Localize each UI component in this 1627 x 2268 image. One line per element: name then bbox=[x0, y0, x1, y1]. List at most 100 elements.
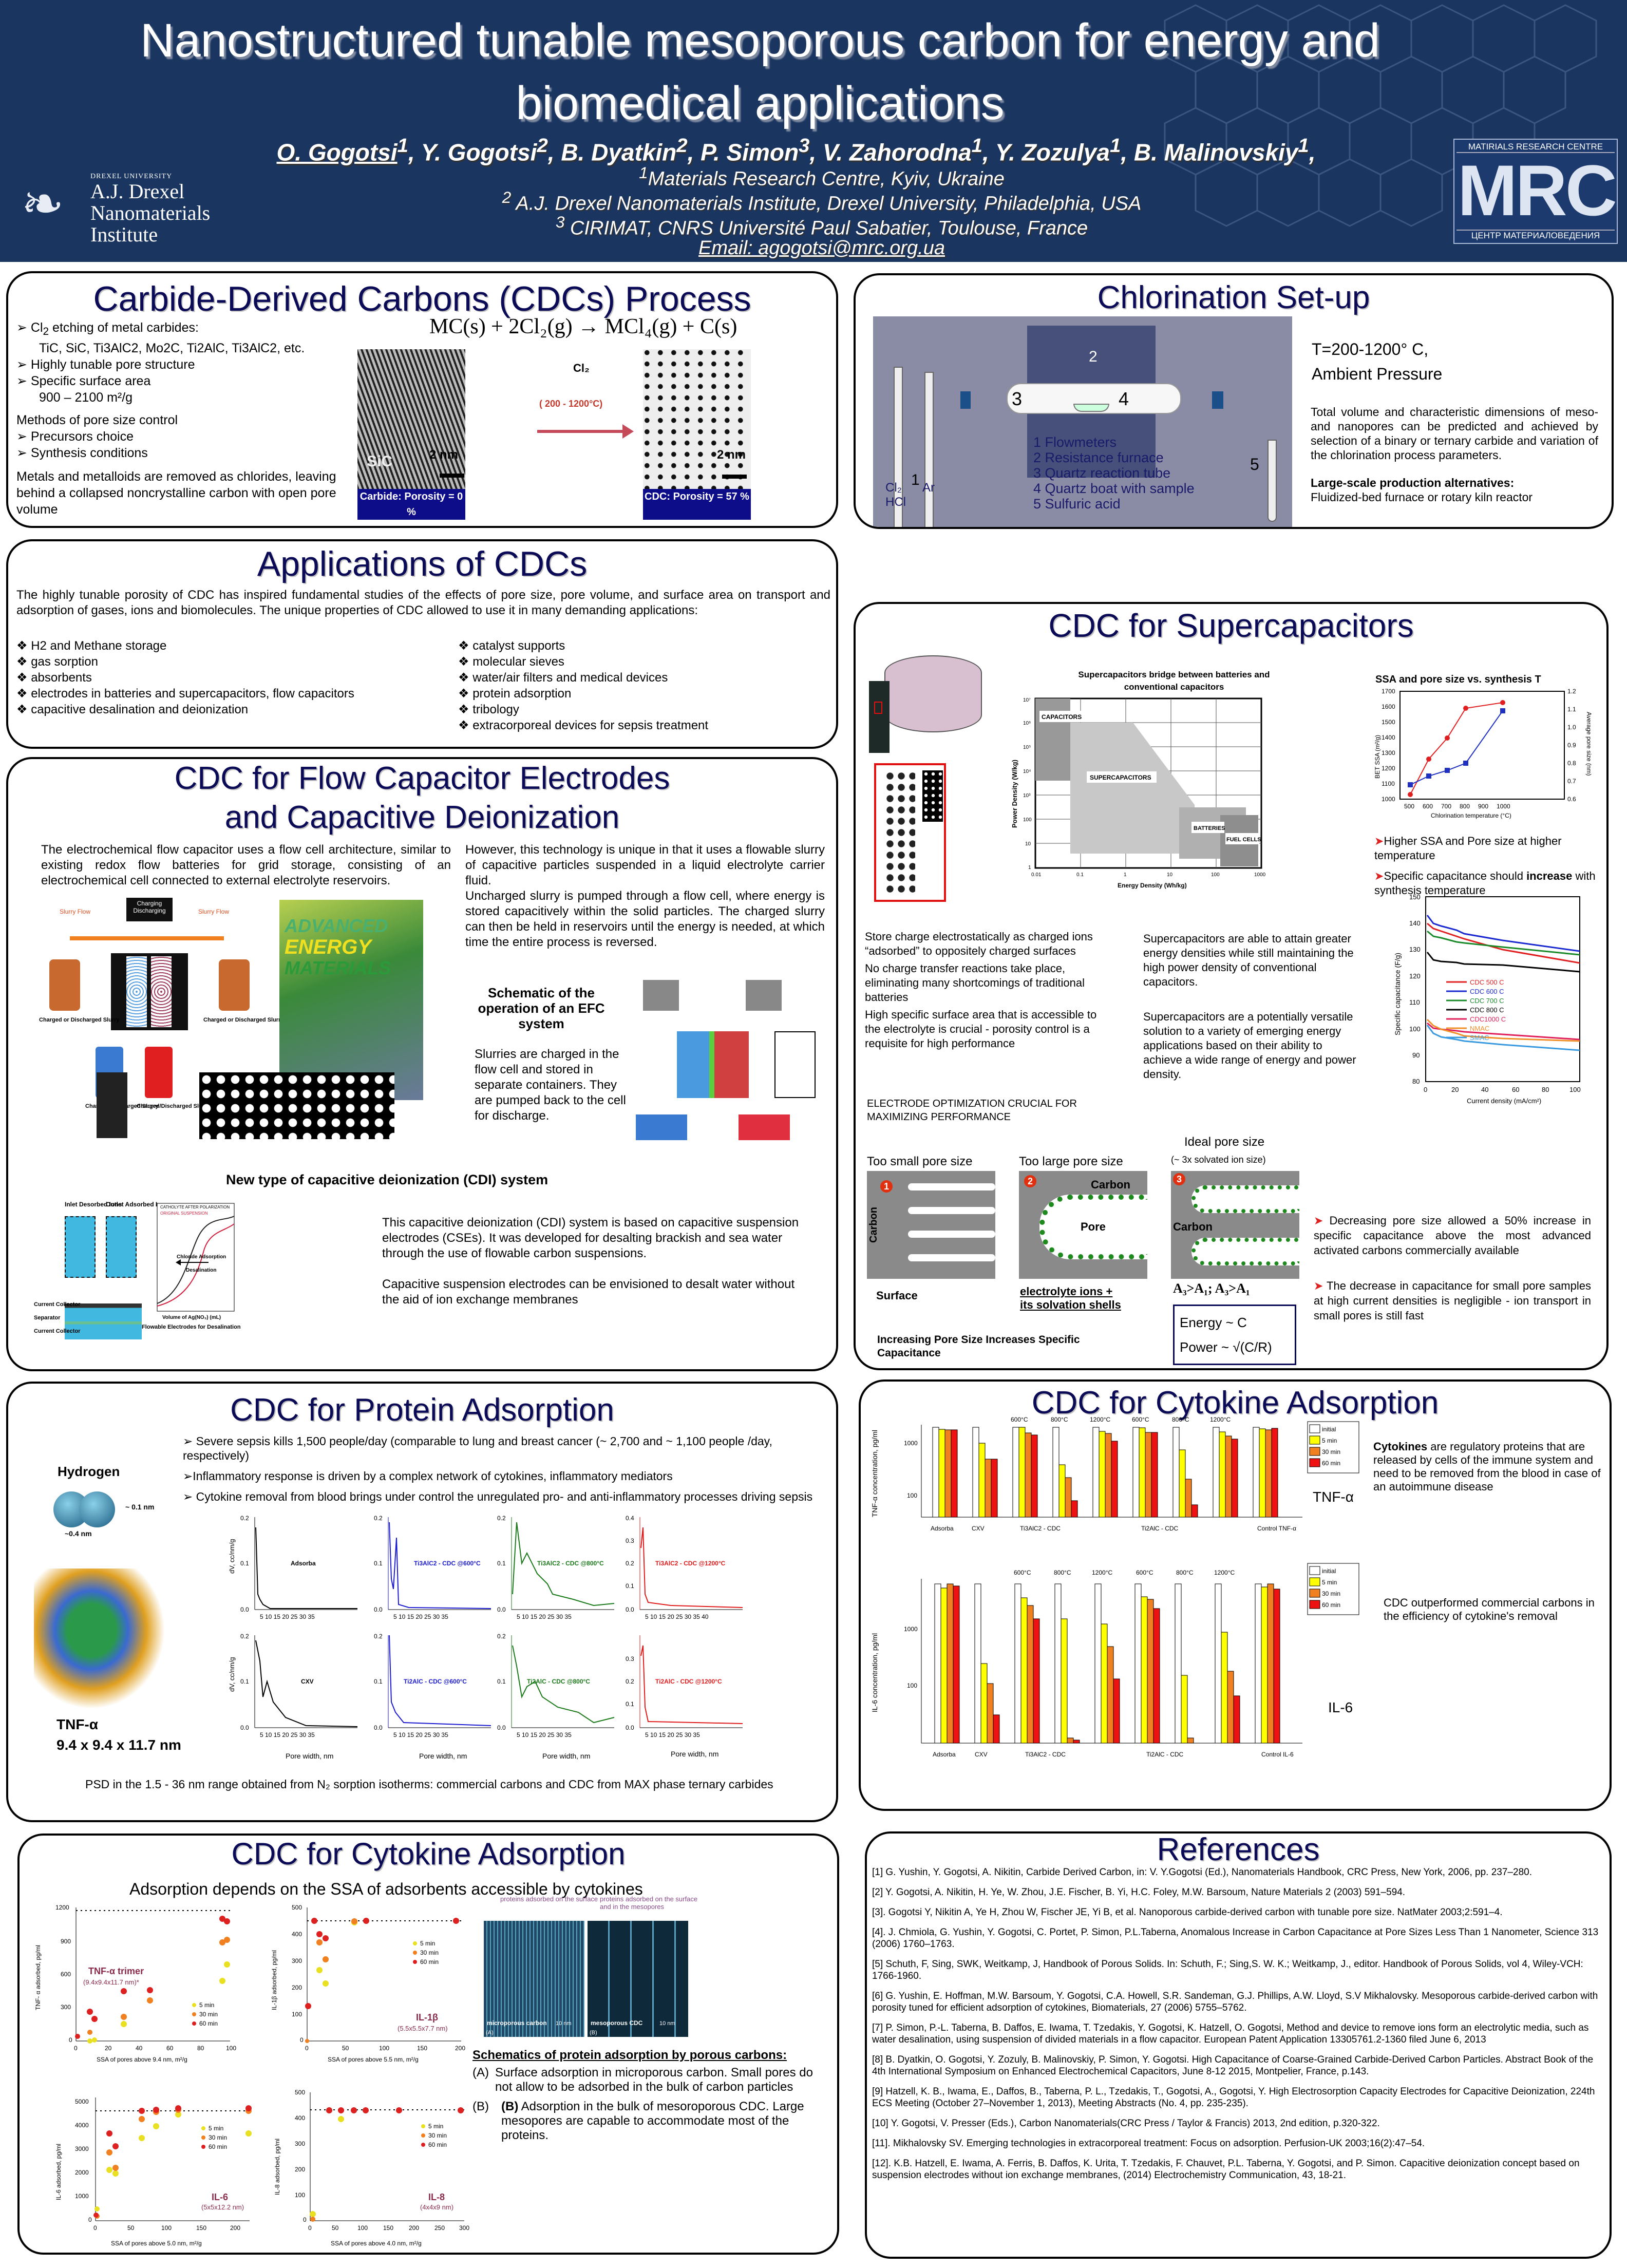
svg-text:0: 0 bbox=[74, 2045, 78, 2052]
svg-text:5 10 15 20 25 30 35 40: 5 10 15 20 25 30 35 40 bbox=[645, 1613, 709, 1620]
svg-text:0: 0 bbox=[303, 2216, 307, 2223]
svg-text:0.0: 0.0 bbox=[374, 1606, 383, 1613]
svg-text:0.7: 0.7 bbox=[1567, 778, 1576, 785]
scale-bar bbox=[440, 474, 464, 478]
svg-text:0: 0 bbox=[88, 2216, 92, 2223]
svg-text:BET SSA (m²/g): BET SSA (m²/g) bbox=[1374, 735, 1381, 779]
svg-text:Ti2AlC - CDC: Ti2AlC - CDC bbox=[1146, 1751, 1184, 1758]
svg-text:100: 100 bbox=[907, 1492, 917, 1499]
svg-text:0.1: 0.1 bbox=[374, 1678, 383, 1685]
svg-text:150: 150 bbox=[417, 2045, 427, 2052]
svg-text:0.1: 0.1 bbox=[497, 1560, 506, 1567]
panel-title: Carbide-Derived Carbons (CDCs) Process bbox=[93, 279, 751, 318]
svg-text:1: 1 bbox=[1028, 865, 1031, 871]
svg-text:CDC 600 C: CDC 600 C bbox=[1470, 988, 1504, 995]
svg-text:3000: 3000 bbox=[75, 2145, 89, 2152]
mesoporous-cdc-image: mesoporous CDC 10 nm (B) bbox=[588, 1921, 688, 2037]
svg-text:0.1: 0.1 bbox=[240, 1678, 249, 1685]
svg-text:1400: 1400 bbox=[1382, 734, 1395, 741]
cdc-cloth-photo bbox=[97, 1072, 127, 1138]
author-name: P. Simon bbox=[701, 139, 799, 166]
svg-text:1: 1 bbox=[1124, 872, 1127, 878]
microporous-carbon-image: microporous carbon 10 nm (A) bbox=[484, 1921, 584, 2037]
svg-text:1200°C: 1200°C bbox=[1214, 1569, 1235, 1576]
svg-text:5 min: 5 min bbox=[199, 2001, 214, 2009]
svg-text:10: 10 bbox=[1167, 872, 1173, 878]
svg-text:1.1: 1.1 bbox=[1567, 706, 1576, 713]
svg-text:FUEL CELLS: FUEL CELLS bbox=[1226, 837, 1261, 843]
svg-text:0.2: 0.2 bbox=[497, 1515, 506, 1522]
arrow-head-icon bbox=[622, 424, 634, 439]
svg-text:0: 0 bbox=[93, 2224, 97, 2232]
svg-text:0: 0 bbox=[300, 2036, 304, 2044]
svg-text:10⁶: 10⁶ bbox=[1023, 721, 1031, 726]
svg-text:100: 100 bbox=[1211, 872, 1220, 878]
svg-text:40: 40 bbox=[1481, 1086, 1488, 1093]
email-link[interactable]: Email: agogotsi@mrc.org.ua bbox=[698, 237, 945, 259]
svg-text:0: 0 bbox=[1424, 1086, 1427, 1093]
svg-text:60 min: 60 min bbox=[420, 1958, 439, 1965]
svg-text:Ti3AlC2 - CDC: Ti3AlC2 - CDC bbox=[1020, 1525, 1061, 1532]
svg-text:1200°C: 1200°C bbox=[1210, 1416, 1231, 1423]
svg-text:50: 50 bbox=[342, 2045, 349, 2052]
reaction-equation: MC(s) + 2Cl₂(g) → MCl₄(g) + C(s) bbox=[429, 315, 737, 338]
svg-text:10: 10 bbox=[1025, 841, 1031, 847]
cdi-figure: Inlet Desorbed Ions Outlet Adsorbed Ions… bbox=[34, 1201, 342, 1365]
supercapacitor-cell-illustration bbox=[864, 650, 982, 907]
svg-text:IL-6: IL-6 bbox=[1328, 1699, 1353, 1715]
svg-text:0: 0 bbox=[305, 2045, 309, 2052]
svg-text:600: 600 bbox=[1423, 803, 1433, 810]
svg-text:Power Density (W/kg): Power Density (W/kg) bbox=[1011, 760, 1018, 828]
panel-title: CDC for Cytokine Adsorption bbox=[1031, 1385, 1439, 1421]
svg-text:4000: 4000 bbox=[75, 2122, 89, 2129]
svg-text:Pore width, nm: Pore width, nm bbox=[542, 1752, 590, 1760]
reference-item: [12]. K.B. Hatzell, E. Iwama, A. Ferris,… bbox=[872, 2158, 1580, 2181]
svg-text:(9.4x9.4x11.7 nm)*: (9.4x9.4x11.7 nm)* bbox=[83, 1978, 139, 1986]
svg-text:60: 60 bbox=[1512, 1086, 1519, 1093]
svg-text:5 10 15 20 25 30 35: 5 10 15 20 25 30 35 bbox=[393, 1613, 448, 1620]
svg-text:200: 200 bbox=[292, 1984, 302, 1991]
svg-text:0.0: 0.0 bbox=[240, 1724, 249, 1731]
svg-text:0.6: 0.6 bbox=[1567, 796, 1576, 803]
svg-text:140: 140 bbox=[1409, 919, 1421, 927]
flow-cell bbox=[111, 953, 188, 1030]
reference-item: [7] P. Simon, P.-L. Taberna, B. Daffos, … bbox=[872, 2023, 1589, 2045]
svg-text:Pore width, nm: Pore width, nm bbox=[671, 1750, 718, 1758]
svg-text:Ti2AlC - CDC @1200°C: Ti2AlC - CDC @1200°C bbox=[655, 1678, 722, 1685]
svg-text:60 min: 60 min bbox=[1322, 1460, 1340, 1467]
svg-text:1700: 1700 bbox=[1382, 688, 1395, 695]
panel-references: References [1] G. Yushin, Y. Gogotsi, A.… bbox=[865, 1831, 1612, 2259]
svg-text:5 10 15 20 25 30 35: 5 10 15 20 25 30 35 bbox=[517, 1613, 572, 1620]
svg-text:CDC 800 C: CDC 800 C bbox=[1470, 1006, 1504, 1014]
svg-text:80: 80 bbox=[1412, 1078, 1420, 1085]
svg-text:100: 100 bbox=[295, 2191, 305, 2199]
svg-text:60 min: 60 min bbox=[199, 2020, 218, 2027]
mrc-logo: MATIRIALS RESEARCH CENTRE MRC ЦЕНТР МАТЕ… bbox=[1453, 139, 1618, 244]
svg-text:1600: 1600 bbox=[1382, 703, 1395, 710]
psd-charts: 0.20.10.0 Adsorba 5 10 15 20 25 30 35 0.… bbox=[228, 1515, 743, 1760]
svg-text:0.2: 0.2 bbox=[374, 1515, 383, 1522]
svg-text:1300: 1300 bbox=[1382, 749, 1395, 757]
svg-text:1000: 1000 bbox=[75, 2193, 89, 2200]
svg-text:IL-1β adsorbed, pg/ml: IL-1β adsorbed, pg/ml bbox=[271, 1950, 278, 2010]
svg-text:100: 100 bbox=[1409, 1025, 1421, 1033]
slurry-reservoir bbox=[145, 1047, 173, 1098]
svg-text:500: 500 bbox=[295, 2089, 305, 2096]
svg-text:150: 150 bbox=[196, 2224, 206, 2232]
svg-text:30 min: 30 min bbox=[209, 2134, 227, 2141]
svg-text:Ti3AlC2 - CDC @1200°C: Ti3AlC2 - CDC @1200°C bbox=[655, 1560, 726, 1567]
svg-text:40: 40 bbox=[136, 2045, 143, 2052]
svg-text:0.2: 0.2 bbox=[374, 1633, 383, 1640]
reference-item: [1] G. Yushin, Y. Gogotsi, A. Nikitin, C… bbox=[872, 1867, 1532, 1878]
svg-text:5 min: 5 min bbox=[1322, 1579, 1337, 1586]
svg-text:0.1: 0.1 bbox=[626, 1582, 634, 1590]
svg-text:800°C: 800°C bbox=[1172, 1416, 1189, 1423]
svg-text:Chlorination temperature (°C): Chlorination temperature (°C) bbox=[1431, 812, 1511, 819]
bullet-arrow-icon: ➤ bbox=[1314, 1279, 1327, 1292]
svg-text:0.1: 0.1 bbox=[626, 1700, 634, 1708]
svg-text:5 min: 5 min bbox=[1322, 1437, 1337, 1444]
svg-text:150: 150 bbox=[383, 2224, 393, 2232]
bullet-arrow-icon: ➤ bbox=[1374, 870, 1384, 882]
